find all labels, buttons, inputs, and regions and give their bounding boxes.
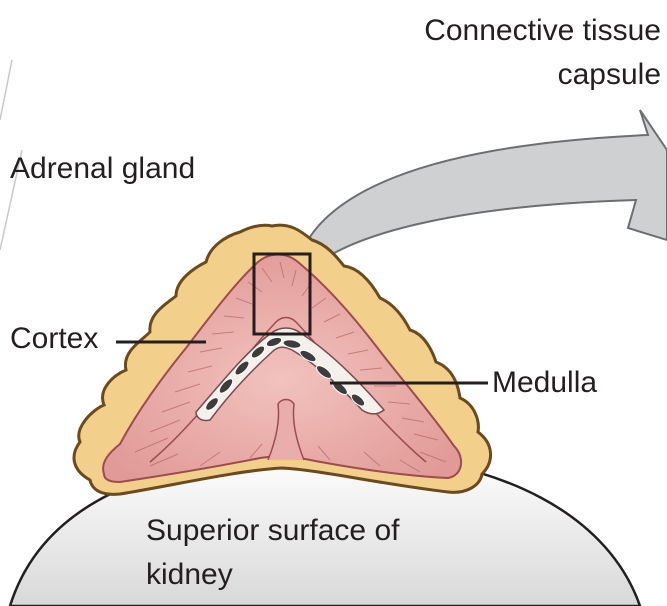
kidney-label-line1: Superior surface of [146,514,399,548]
cortex-label: Cortex [10,322,98,356]
left-edge-line-1 [0,60,12,120]
zoom-arrow [298,110,667,266]
medulla-label: Medulla [492,366,597,400]
capsule-label-line1: Connective tissue [424,14,661,48]
adrenal-gland-label: Adrenal gland [10,152,195,186]
capsule-label-line2: capsule [558,58,661,92]
kidney-label-line2: kidney [146,558,233,592]
